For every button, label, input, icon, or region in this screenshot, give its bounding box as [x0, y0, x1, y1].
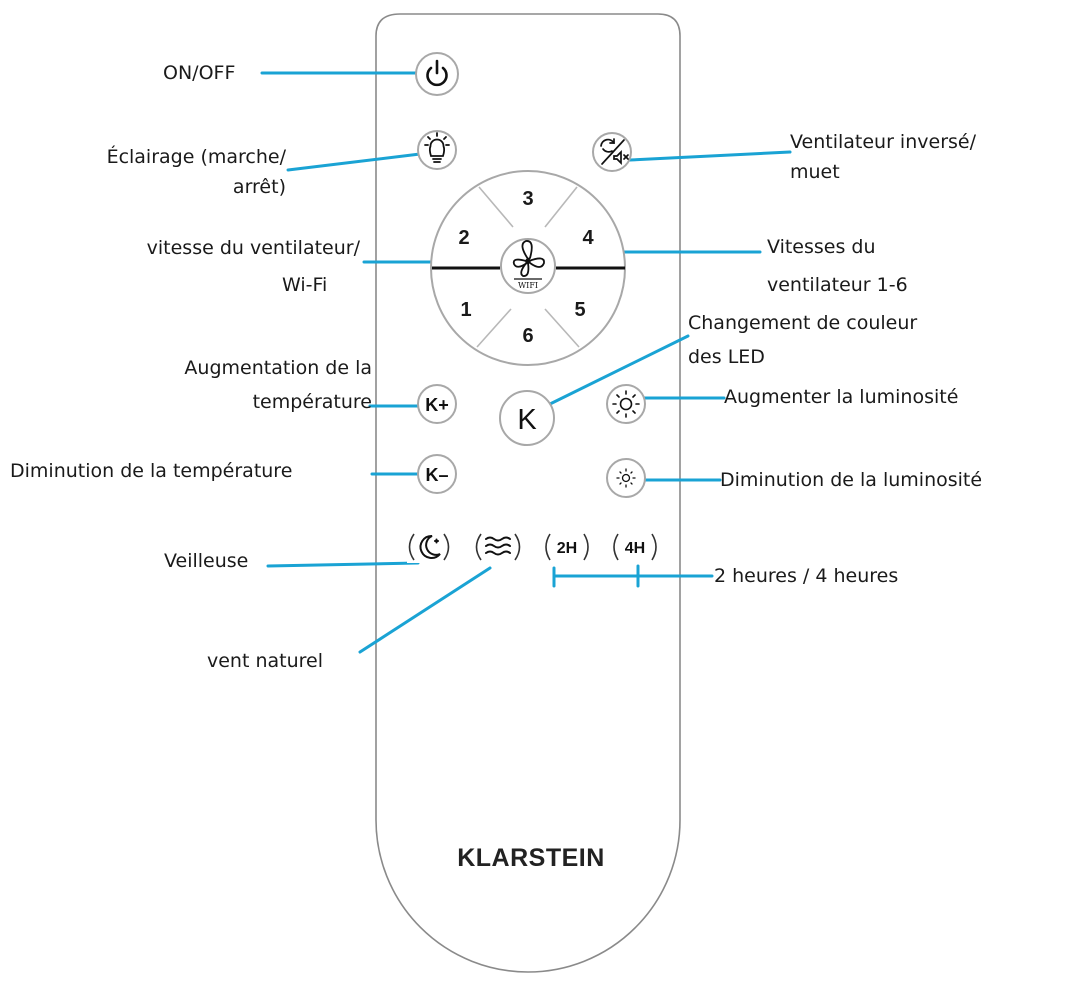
label-temp-up: Augmentation de la température [72, 353, 372, 417]
speed-digit-3: 3 [522, 188, 533, 210]
moon-icon [419, 534, 441, 559]
callout-line-color-change [548, 334, 690, 406]
label-speeds-line-2: ventilateur 1-6 [767, 274, 908, 296]
label-color-change-line-2: des LED [688, 346, 765, 368]
label-speeds-line-1: Vitesses du [767, 236, 876, 258]
timer-2h-button[interactable]: 2H [545, 533, 589, 561]
label-speeds: Vitesses du ventilateur 1-6 [767, 232, 908, 300]
power-icon [426, 59, 448, 87]
label-reverse-line-2: muet [790, 161, 840, 183]
waves-icon [485, 536, 511, 556]
k-color-button[interactable]: K [499, 390, 555, 446]
reverse-mute-button[interactable] [592, 132, 632, 172]
timer-4h-button[interactable]: 4H [613, 533, 657, 561]
power-button[interactable] [415, 52, 459, 96]
fan-wifi-button[interactable]: WIFI [500, 238, 556, 294]
speed-button-2[interactable]: 2 [458, 227, 469, 249]
wifi-caption: WIFI [518, 281, 538, 290]
label-reverse-line-1: Ventilateur inversé/ [790, 131, 976, 153]
callout-lines [260, 71, 792, 654]
label-lighting-line-2: arrêt) [232, 176, 286, 198]
label-speed-wifi-line-1: vitesse du ventilateur/ [146, 237, 360, 259]
label-natural-wind: vent naturel [207, 650, 324, 672]
callout-line-night [266, 561, 420, 568]
label-speed-wifi: vitesse du ventilateur/ [60, 233, 360, 263]
speed-digit-2: 2 [458, 227, 469, 249]
speed-digit-1: 1 [460, 299, 471, 321]
label-lighting: Éclairage (marche/ arrêt) [6, 142, 286, 202]
speed-digit-5: 5 [574, 299, 585, 321]
bright-down-button[interactable] [606, 458, 646, 498]
sun-large-icon [612, 390, 640, 418]
k-plus-label: K+ [425, 395, 449, 415]
callout-line-natural [358, 566, 492, 654]
timer-4h-label: 4H [625, 540, 645, 557]
speed-digit-6: 6 [522, 325, 533, 347]
sun-small-icon [616, 468, 636, 488]
label-reverse-mute: Ventilateur inversé/ muet [790, 127, 976, 187]
label-color-change-line-1: Changement de couleur [688, 312, 918, 334]
label-color-change: Changement de couleur des LED [688, 308, 917, 372]
k-minus-label: K– [425, 465, 448, 485]
label-on-off: ON/OFF [163, 62, 236, 84]
speed-button-3[interactable]: 3 [522, 188, 533, 210]
label-temp-up-line-2: température [252, 391, 372, 413]
k-plus-button[interactable]: K+ [417, 384, 457, 424]
timer-2h-label: 2H [557, 540, 577, 557]
light-button[interactable] [417, 130, 457, 170]
speed-wheel-separators [476, 186, 580, 348]
label-bright-down: Diminution de la luminosité [720, 469, 983, 491]
speed-digit-4: 4 [582, 227, 594, 249]
label-temp-down: Diminution de la température [10, 460, 293, 482]
speed-wheel: 1 2 3 4 5 6 WIFI [430, 170, 626, 366]
night-light-button[interactable] [407, 531, 451, 563]
label-temp-up-line-1: Augmentation de la [184, 357, 372, 379]
natural-wind-button[interactable] [475, 531, 521, 563]
speed-button-6[interactable]: 6 [522, 325, 533, 347]
label-lighting-line-1: Éclairage (marche/ [106, 146, 286, 168]
label-night-light: Veilleuse [164, 550, 249, 572]
speed-button-5[interactable]: 5 [574, 299, 585, 321]
bright-up-button[interactable] [606, 384, 646, 424]
brand-logo: KLARSTEIN [457, 844, 605, 872]
k-minus-button[interactable]: K– [417, 454, 457, 494]
label-bright-up: Augmenter la luminosité [724, 386, 959, 408]
callout-line-reverse [628, 150, 792, 162]
reverse-mute-icon [600, 138, 629, 166]
speed-button-1[interactable]: 1 [460, 299, 471, 321]
label-timers: 2 heures / 4 heures [714, 565, 899, 587]
callout-line-lighting [286, 152, 422, 172]
lightbulb-icon [424, 132, 450, 163]
fan-icon [512, 240, 545, 277]
speed-button-4[interactable]: 4 [582, 227, 594, 249]
label-speed-wifi-line-2: Wi-Fi [282, 274, 328, 296]
k-label: K [517, 404, 537, 436]
